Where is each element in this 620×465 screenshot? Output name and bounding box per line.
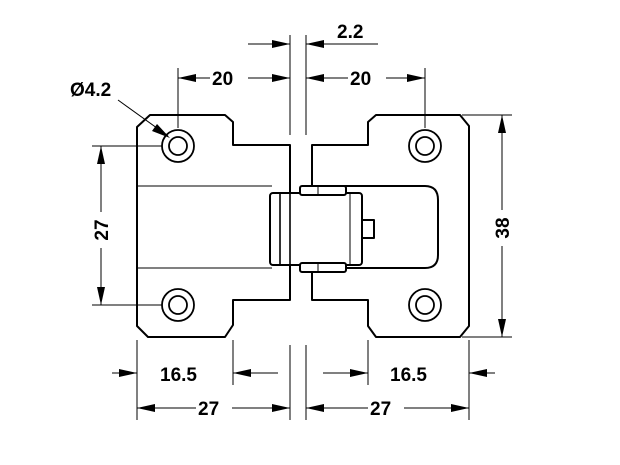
inner-width-right-label: 16.5: [390, 365, 427, 386]
hole-offset-left-arrow-end: [272, 74, 290, 82]
dimension-hole-offset-left: 20: [178, 66, 290, 90]
left-top-hole-inner: [168, 136, 188, 156]
hole-offset-left-arrow-start: [178, 74, 196, 82]
inner-width-left-arrow-a: [119, 369, 137, 377]
hole-offset-left-label-bg: [210, 66, 248, 88]
hole-diameter-arrow: [152, 124, 170, 138]
left-hinge-leaf: [136, 114, 291, 338]
overall-width-right-arrow-start: [306, 404, 324, 412]
left-leaf-outline: [136, 114, 291, 338]
overall-height-arrow-bottom: [498, 319, 506, 337]
dimension-gap: 2.2: [248, 22, 378, 48]
overall-width-left-label-bg: [196, 396, 232, 418]
overall-height-arrow-top: [498, 115, 506, 133]
hole-pitch-label-bg: [88, 212, 114, 248]
inner-width-right-arrow-b: [469, 369, 487, 377]
overall-width-left-label: 27: [198, 399, 219, 420]
dimension-hole-diameter: Ø4.2: [70, 80, 170, 138]
dimension-hole-pitch: 27: [88, 146, 114, 305]
hole-pitch-arrow-top: [97, 146, 105, 164]
knuckle-bottom-cap: [299, 262, 347, 273]
overall-width-right-label-bg: [368, 396, 404, 418]
gap-arrow-left: [272, 40, 290, 48]
hole-offset-right-arrow-end: [407, 74, 425, 82]
knuckle-body: [269, 192, 363, 266]
inner-width-left-arrow-b: [233, 369, 251, 377]
dimension-inner-width-left: 16.5: [112, 365, 278, 386]
hole-diameter-label: Ø4.2: [70, 80, 111, 101]
overall-width-left-arrow-end: [272, 404, 290, 412]
dimension-inner-width-right: 16.5: [323, 365, 495, 386]
hole-pitch-label: 27: [92, 219, 113, 240]
knuckle-top-cap: [299, 185, 347, 196]
dimension-overall-height: 38: [489, 115, 515, 337]
dimension-overall-width-right: 27: [306, 396, 469, 420]
hole-pitch-arrow-bottom: [97, 287, 105, 305]
knuckle-pin-tab: [361, 219, 375, 239]
overall-height-label: 38: [493, 217, 514, 238]
left-bottom-hole-inner: [168, 295, 188, 315]
inner-width-left-label: 16.5: [160, 365, 197, 386]
overall-width-right-arrow-end: [451, 404, 469, 412]
extension-lines: [92, 35, 512, 420]
dimension-overall-width-left: 27: [137, 396, 290, 420]
hole-offset-right-arrow-start: [306, 74, 324, 82]
hole-offset-left-label: 20: [212, 69, 233, 90]
hinge-knuckle: [269, 185, 375, 273]
right-bottom-hole-inner: [415, 295, 435, 315]
right-top-hole-inner: [415, 136, 435, 156]
overall-height-label-bg: [489, 210, 515, 246]
dimension-hole-offset-right: 20: [306, 66, 425, 90]
inner-width-right-arrow-a: [350, 369, 368, 377]
hole-offset-right-label: 20: [350, 69, 371, 90]
overall-width-right-label: 27: [370, 399, 391, 420]
hole-offset-right-label-bg: [348, 66, 386, 88]
gap-dimension-label: 2.2: [337, 22, 363, 43]
gap-arrow-right: [306, 40, 324, 48]
overall-width-left-arrow-start: [137, 404, 155, 412]
